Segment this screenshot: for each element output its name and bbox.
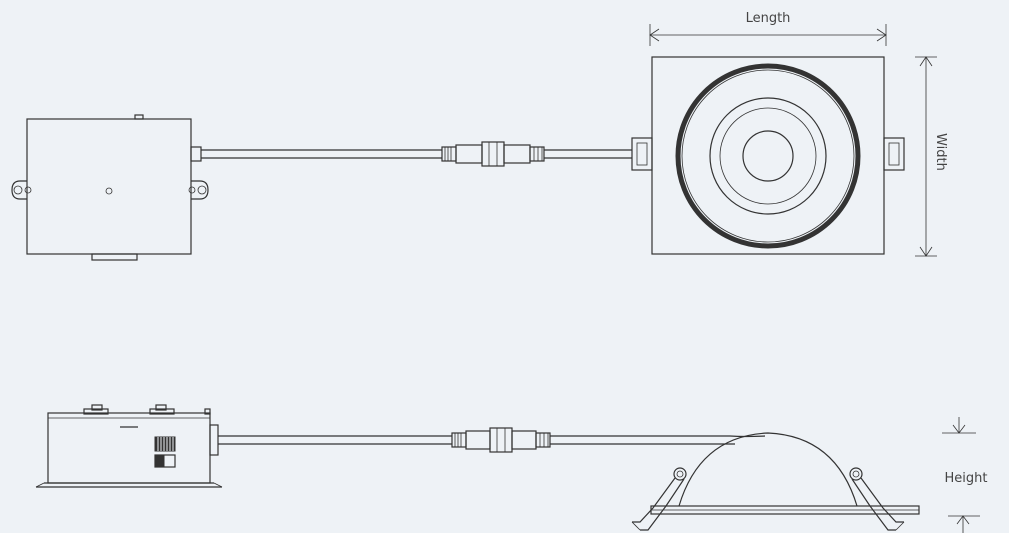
width-label: Width [933, 133, 948, 171]
driver-box-top [11, 114, 209, 261]
height-label: Height [945, 471, 988, 486]
cable-top [201, 141, 632, 167]
side-view: Height [35, 404, 987, 533]
fixture-side [631, 432, 920, 531]
cable-side [218, 427, 766, 453]
driver-box-side [35, 404, 223, 488]
top-view: Length Width [11, 11, 948, 261]
fixture-top [631, 56, 905, 255]
height-dimension: Height [942, 417, 987, 533]
length-label: Length [746, 11, 791, 26]
width-dimension: Width [915, 56, 948, 257]
length-dimension: Length [649, 11, 887, 46]
